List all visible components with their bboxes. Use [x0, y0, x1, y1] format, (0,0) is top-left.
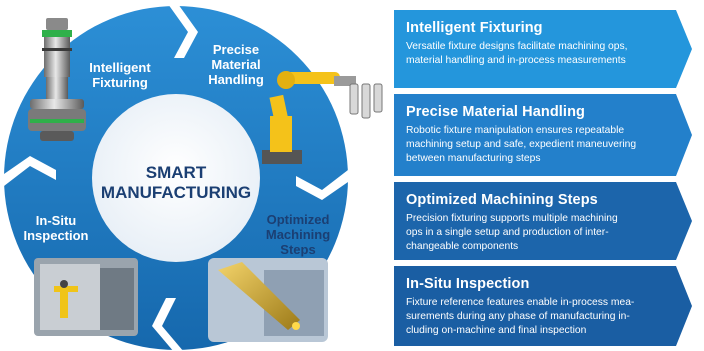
- panel-body: Fixture reference features enable in-pro…: [406, 297, 635, 336]
- svg-text:Steps: Steps: [280, 242, 315, 257]
- panel-arrow-background: [394, 10, 692, 88]
- svg-text:Machining: Machining: [266, 227, 330, 242]
- center-hub: [92, 94, 260, 262]
- svg-text:Intelligent: Intelligent: [89, 60, 151, 75]
- panel-title: Intelligent Fixturing: [406, 20, 543, 36]
- svg-text:Fixturing: Fixturing: [92, 75, 148, 90]
- svg-text:Material: Material: [211, 57, 260, 72]
- machining-tool-illustration: [208, 258, 328, 342]
- segment-label-precise-material-handling: Precise Material Handling: [208, 42, 264, 87]
- panel-in-situ-inspection: In-Situ Inspection Fixture reference fea…: [394, 266, 692, 346]
- panel-arrow-background: [394, 94, 692, 176]
- panel-arrow-background: [394, 266, 692, 346]
- panel-intelligent-fixturing: Intelligent Fixturing Versatile fixture …: [394, 10, 692, 88]
- segment-dividers: [4, 4, 348, 351]
- panel-body: Precision fixturing supports multiple ma…: [406, 213, 618, 252]
- panel-body: Versatile fixture designs facilitate mac…: [406, 41, 628, 66]
- svg-text:Handling: Handling: [208, 72, 264, 87]
- segment-label-in-situ-inspection: In-Situ Inspection: [23, 213, 88, 243]
- fixture-illustration: [28, 18, 86, 141]
- panel-title: Optimized Machining Steps: [406, 192, 598, 208]
- svg-text:Optimized: Optimized: [267, 212, 330, 227]
- panel-title: Precise Material Handling: [406, 104, 585, 120]
- panel-title: In-Situ Inspection: [406, 276, 530, 292]
- segment-label-intelligent-fixturing: Intelligent Fixturing: [89, 60, 151, 90]
- panel-optimized-machining-steps: Optimized Machining Steps Precision fixt…: [394, 182, 692, 260]
- robot-arm-illustration: [262, 71, 383, 164]
- svg-text:Inspection: Inspection: [23, 228, 88, 243]
- panel-arrow-background: [394, 182, 692, 260]
- panel-body: Robotic fixture manipulation ensures rep…: [406, 125, 637, 164]
- center-title-line2: MANUFACTURING: [101, 183, 251, 202]
- panel-precise-material-handling: Precise Material Handling Robotic fixtur…: [394, 94, 692, 176]
- inspection-illustration: [34, 258, 138, 336]
- center-title-line1: SMART: [146, 163, 207, 182]
- segment-label-optimized-machining-steps: Optimized Machining Steps: [266, 212, 330, 257]
- svg-text:Precise: Precise: [213, 42, 259, 57]
- svg-text:In-Situ: In-Situ: [36, 213, 76, 228]
